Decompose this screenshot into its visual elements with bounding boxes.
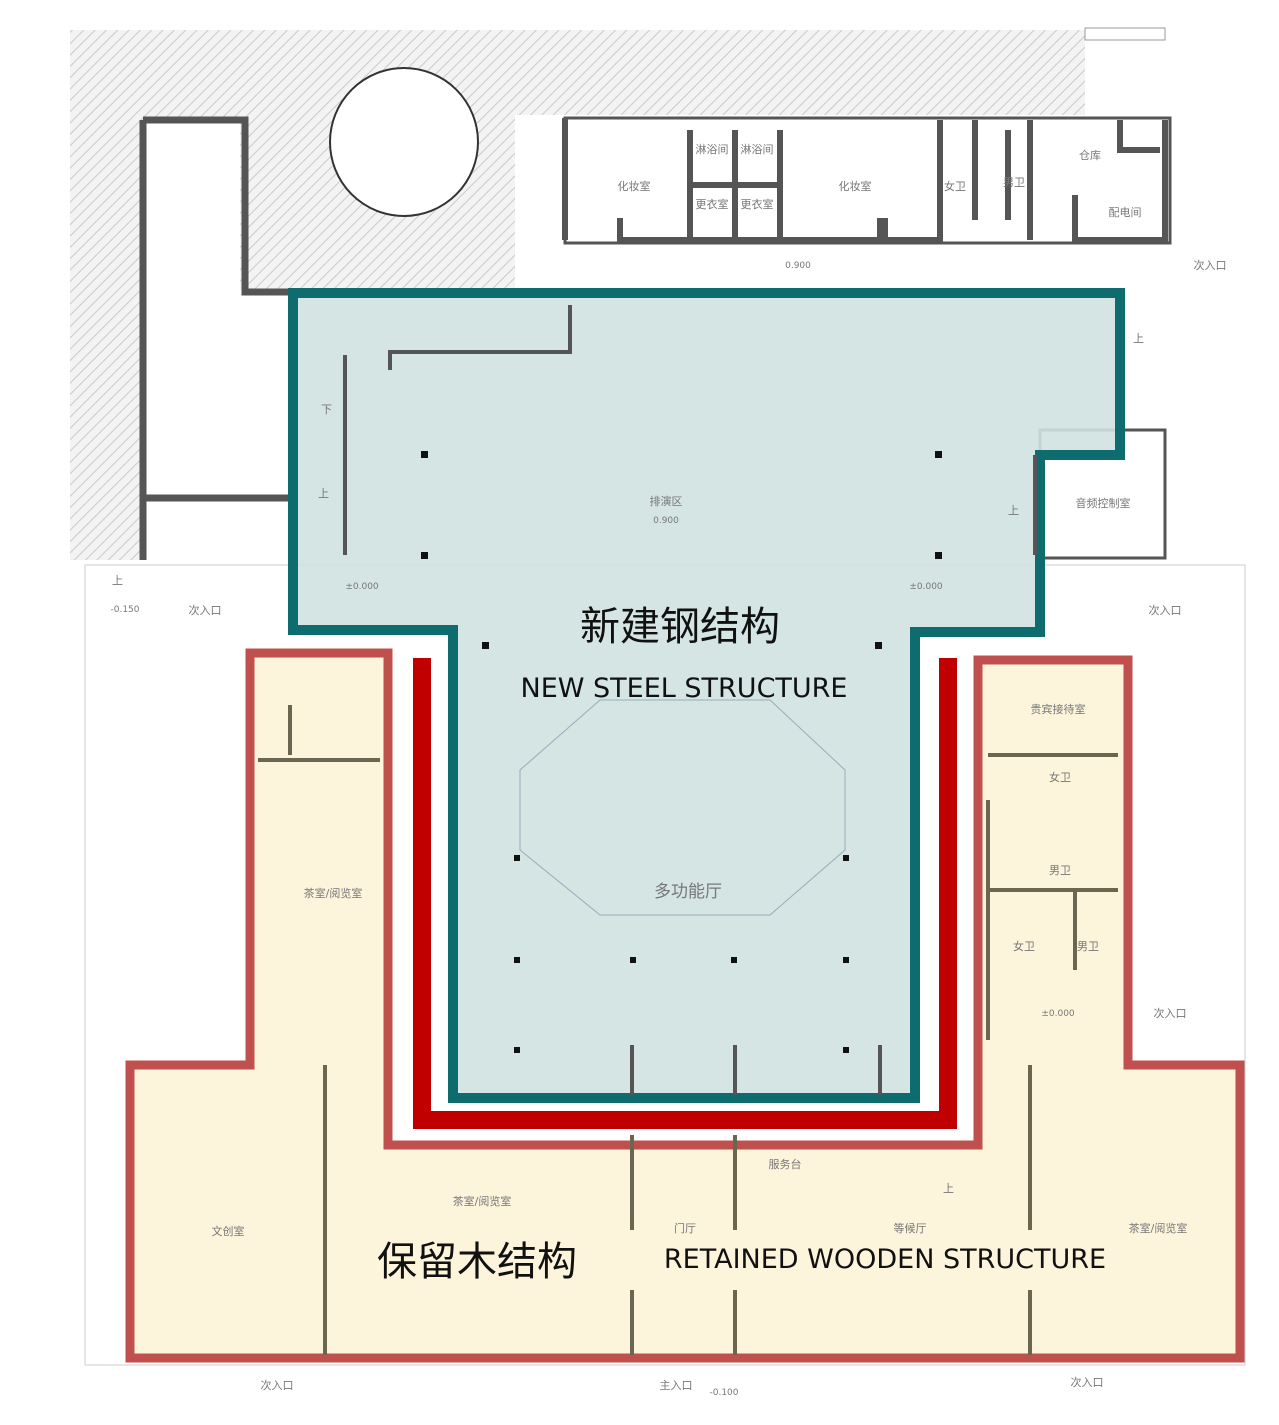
stair-label: 上 [112, 574, 123, 587]
room-label: 贵宾接待室 [1031, 702, 1086, 716]
entrance-label: 次入口 [1154, 1006, 1187, 1020]
entrance-label: 主入口 [660, 1379, 693, 1392]
room-label: 淋浴间 [741, 143, 774, 156]
room-label: 排演区 [650, 494, 683, 508]
room-label: 门厅 [674, 1221, 696, 1235]
top-room-walls [562, 118, 1168, 243]
level-marker: 0.900 [653, 516, 679, 526]
stair-labels: 下 上 上 上 上 上 [112, 332, 1144, 1195]
room-label: 女卫 [1013, 939, 1035, 953]
level-marker: ±0.000 [1041, 1009, 1075, 1019]
wood-interior-walls [258, 705, 1118, 1355]
stair-label: 上 [1133, 332, 1144, 345]
room-label: 等候厅 [894, 1221, 927, 1235]
room-label: 仓库 [1079, 148, 1101, 162]
room-labels: 化妆室 淋浴间 淋浴间 更衣室 更衣室 化妆室 女卫 男卫 仓库 配电间 排演区… [212, 143, 1188, 1238]
top-rooms-block [563, 116, 1172, 245]
wood-zone [125, 648, 1245, 1363]
stage-hexagon [519, 699, 846, 916]
room-label: 更衣室 [741, 197, 774, 211]
left-wall [139, 116, 290, 560]
wood-label-en: RETAINED WOODEN STRUCTURE [664, 1244, 1106, 1275]
stair-label: 上 [1008, 504, 1019, 517]
entrance-label: 次入口 [261, 1378, 294, 1392]
site-hatched-area [70, 30, 1085, 560]
room-label: 茶室/阅览室 [453, 1194, 512, 1208]
steel-label-en: NEW STEEL STRUCTURE [521, 673, 848, 704]
level-marker: ±0.000 [345, 582, 379, 592]
wood-inner-band [413, 658, 957, 1129]
level-marker: -0.150 [110, 605, 139, 615]
stair-label: 上 [318, 487, 329, 500]
room-label: 男卫 [1003, 176, 1025, 189]
stair-label: 上 [943, 1182, 954, 1195]
room-label: 多功能厅 [654, 882, 722, 902]
steel-columns [421, 451, 942, 1053]
circular-courtyard [329, 67, 479, 217]
room-label: 配电间 [1109, 206, 1142, 219]
room-label: 化妆室 [618, 179, 651, 193]
level-marker: ±0.000 [909, 582, 943, 592]
entrance-label: 次入口 [189, 603, 222, 617]
entrance-labels: 次入口 次入口 次入口 次入口 次入口 主入口 次入口 [189, 258, 1227, 1392]
steel-interior-lines [343, 305, 1037, 1095]
level-marker: -0.100 [709, 1388, 738, 1398]
entrance-label: 次入口 [1194, 258, 1227, 272]
room-label: 更衣室 [696, 197, 729, 211]
room-label: 茶室/阅览室 [304, 886, 363, 900]
stair-label: 下 [321, 403, 332, 416]
room-label: 化妆室 [839, 179, 872, 193]
room-label: 茶室/阅览室 [1129, 1221, 1188, 1235]
room-label: 男卫 [1077, 940, 1099, 953]
wood-label-cn: 保留木结构 [377, 1239, 577, 1285]
room-label: 男卫 [1049, 864, 1071, 877]
roof-edge [1084, 27, 1166, 41]
room-label: 女卫 [944, 179, 966, 193]
level-markers: 0.900 0.900 ±0.000 ±0.000 ±0.000 -0.150 … [110, 261, 1074, 1398]
steel-label-cn: 新建钢结构 [580, 604, 780, 650]
entrance-label: 次入口 [1071, 1375, 1104, 1389]
room-label: 服务台 [769, 1157, 802, 1171]
room-label: 文创室 [212, 1224, 245, 1238]
room-label: 音频控制室 [1076, 496, 1131, 510]
entrance-label: 次入口 [1149, 603, 1182, 617]
room-label: 女卫 [1049, 770, 1071, 784]
level-marker: 0.900 [785, 261, 811, 271]
room-label: 淋浴间 [696, 143, 729, 156]
steel-zone [288, 288, 1125, 1103]
